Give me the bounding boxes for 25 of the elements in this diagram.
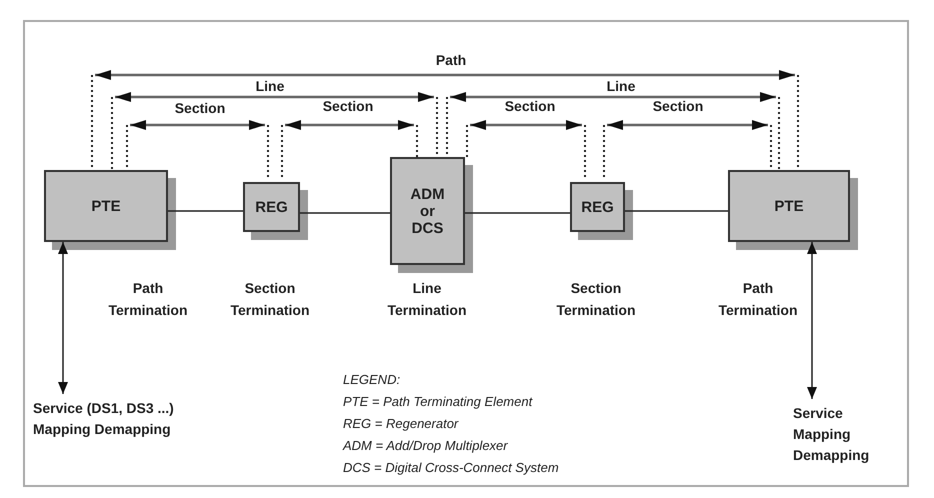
span-label: Section [652, 98, 704, 114]
span-label: Section [322, 98, 374, 114]
arrow [807, 242, 817, 399]
termination-label: Section Termination [555, 279, 637, 320]
connector-line [300, 212, 390, 214]
termination-label: Line Termination [386, 279, 468, 320]
legend-text: PTE = Path Terminating Element [343, 394, 532, 409]
connector-line [625, 210, 728, 212]
legend-text: DCS = Digital Cross-Connect System [343, 460, 559, 475]
service-text: Service (DS1, DS3 ...) Mapping Demapping [33, 398, 208, 468]
span-label: Section [174, 100, 226, 116]
termination-label: Path Termination [717, 279, 799, 320]
span-label: Path [434, 52, 468, 68]
span-label: Line [254, 78, 286, 94]
span-label: Section [504, 98, 556, 114]
termination-label: Section Termination [229, 279, 311, 320]
span-label: Line [606, 78, 636, 94]
connector-line [465, 212, 570, 214]
termination-label: Path Termination [107, 279, 189, 320]
legend-text: ADM = Add/Drop Multiplexer [343, 438, 508, 453]
service-text: Service Mapping Demapping [793, 403, 903, 473]
legend-text: LEGEND: [343, 372, 400, 387]
legend-text: REG = Regenerator [343, 416, 458, 431]
arrow [58, 242, 68, 394]
connector-line [168, 210, 243, 212]
